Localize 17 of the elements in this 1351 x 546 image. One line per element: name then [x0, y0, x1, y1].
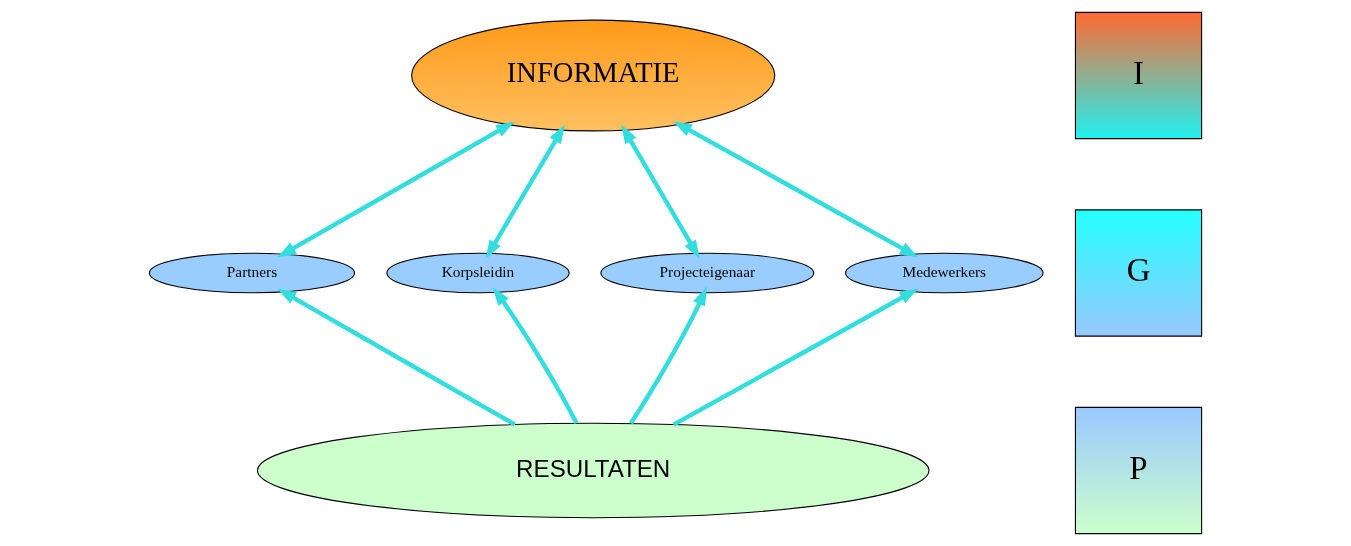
node-ellipse: Partners	[148, 252, 356, 294]
node-ellipse: Medewerkers	[845, 252, 1044, 294]
arrow	[277, 121, 515, 258]
node-box: P	[1074, 406, 1203, 535]
arrow	[621, 124, 700, 259]
arrow	[673, 121, 919, 258]
arrow	[629, 286, 707, 425]
node-ellipse: RESULTATEN	[256, 422, 930, 519]
arrow	[672, 288, 919, 427]
arrow	[277, 288, 516, 427]
arrow	[485, 124, 565, 259]
node-box: I	[1074, 11, 1203, 140]
node-box: G	[1074, 209, 1203, 337]
node-ellipse: Korpsleidin	[386, 252, 570, 294]
node-ellipse: INFORMATIE	[411, 19, 776, 132]
arrow	[492, 287, 579, 425]
node-ellipse: Projecteigenaar	[600, 252, 815, 294]
